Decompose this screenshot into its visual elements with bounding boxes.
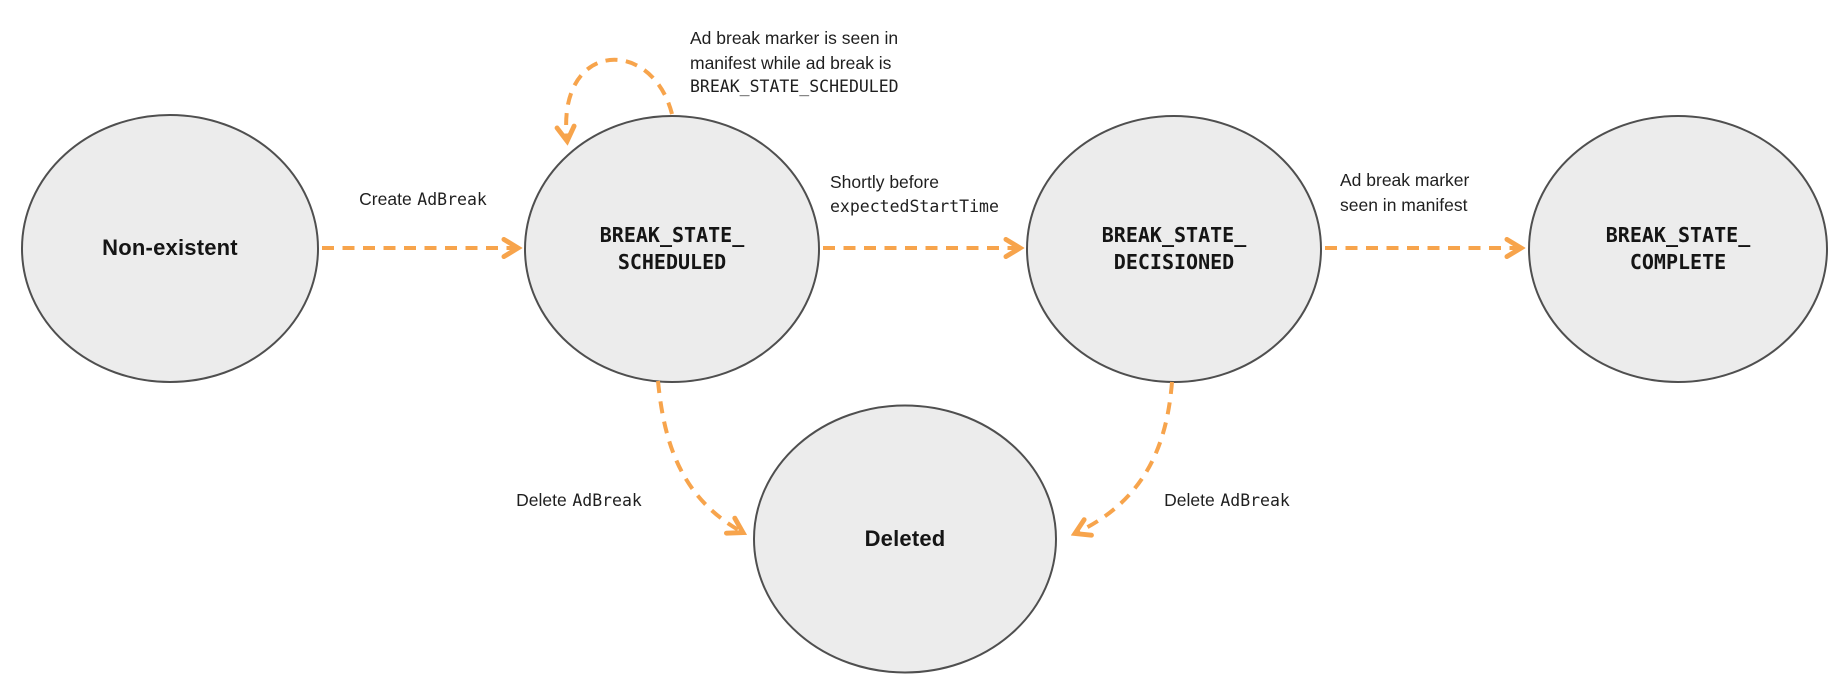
state-circle-non-existent	[21, 114, 319, 383]
state-label-decisioned-line1: BREAK_STATE_	[1101, 223, 1247, 247]
edge-delete-from-scheduled-arrow	[656, 380, 742, 532]
state-circle-deleted	[753, 404, 1057, 674]
edge-label-self-loop-line1: Ad break marker is seen in	[690, 28, 899, 48]
state-label-scheduled-line2: SCHEDULED	[617, 250, 727, 274]
state-label-scheduled: BREAK_STATE_ SCHEDULED	[600, 222, 745, 276]
edge-label-create-mono: AdBreak	[417, 190, 487, 209]
state-label-complete: BREAK_STATE_ COMPLETE	[1606, 222, 1751, 276]
state-circle-scheduled	[524, 115, 820, 383]
edge-label-delete-from-decisioned: Delete AdBreak	[1164, 488, 1290, 514]
edge-label-shortly-before-line2: expectedStartTime	[830, 196, 999, 216]
edge-label-marker-seen: Ad break marker seen in manifest	[1340, 168, 1469, 217]
edge-label-create: Create AdBreak	[359, 187, 487, 213]
state-circle-complete	[1528, 115, 1828, 383]
state-label-scheduled-line1: BREAK_STATE_	[599, 223, 745, 247]
edge-label-delete-from-scheduled: Delete AdBreak	[516, 488, 642, 514]
edge-label-delete-from-scheduled-mono: AdBreak	[572, 491, 642, 510]
edge-label-self-loop-line2: manifest while ad break is	[690, 52, 892, 73]
edge-label-shortly-before: Shortly before expectedStartTime	[830, 170, 999, 219]
edge-label-delete-from-decisioned-sans: Delete	[1164, 490, 1215, 510]
state-label-complete-line1: BREAK_STATE_	[1605, 223, 1751, 247]
state-label-complete-line2: COMPLETE	[1629, 250, 1727, 274]
edge-label-delete-from-scheduled-sans: Delete	[516, 490, 567, 510]
edge-label-delete-from-decisioned-mono: AdBreak	[1220, 491, 1290, 510]
edge-label-marker-seen-line2: seen in manifest	[1340, 194, 1468, 215]
edge-label-marker-seen-line1: Ad break marker	[1340, 170, 1470, 190]
state-label-non-existent: Non-existent	[102, 235, 238, 260]
edge-label-self-loop-line3: BREAK_STATE_SCHEDULED	[690, 77, 899, 96]
edge-label-self-loop: Ad break marker is seen in manifest whil…	[690, 26, 899, 100]
state-label-deleted: Deleted	[864, 526, 946, 551]
state-label-decisioned: BREAK_STATE_ DECISIONED	[1102, 222, 1247, 276]
edge-label-shortly-before-line1: Shortly before	[830, 172, 939, 192]
edge-label-create-sans: Create	[359, 189, 412, 209]
state-label-decisioned-line2: DECISIONED	[1113, 250, 1235, 274]
state-circle-decisioned	[1026, 115, 1322, 383]
edge-delete-from-decisioned-arrow	[1076, 381, 1174, 533]
edge-self-loop-arrow	[566, 57, 674, 140]
